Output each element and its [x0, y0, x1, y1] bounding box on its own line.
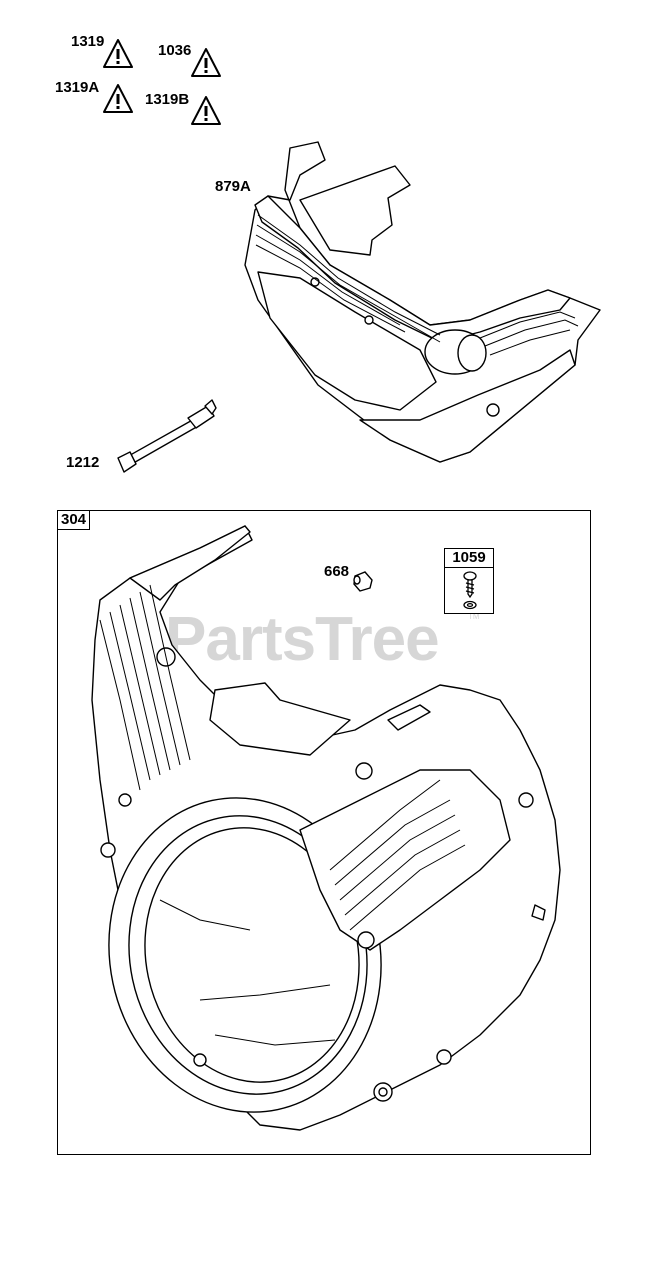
- warning-triangle-icon: [103, 84, 133, 113]
- shroud-879A-drawing[interactable]: [0, 0, 650, 500]
- part-label-668: 668: [324, 563, 350, 580]
- warning-label-1319A: 1319A: [55, 79, 100, 96]
- warning-triangle-icon: [191, 96, 221, 125]
- watermark-tm: TM: [468, 612, 480, 621]
- housing-assembly-frame: [57, 510, 591, 1155]
- warning-triangle-icon: [103, 39, 133, 68]
- rod-1212-drawing[interactable]: [0, 0, 650, 500]
- part-label-304: 304: [57, 510, 91, 530]
- part-label-1059: 1059: [444, 548, 494, 568]
- watermark: PartsTree: [165, 605, 440, 674]
- warning-label-1036: 1036: [158, 42, 192, 59]
- part-label-879A: 879A: [215, 178, 251, 195]
- warning-label-1319B: 1319B: [145, 91, 190, 108]
- warning-triangle-icon: [191, 48, 221, 77]
- warning-label-1319: 1319: [71, 33, 105, 50]
- part-label-1212: 1212: [66, 454, 100, 471]
